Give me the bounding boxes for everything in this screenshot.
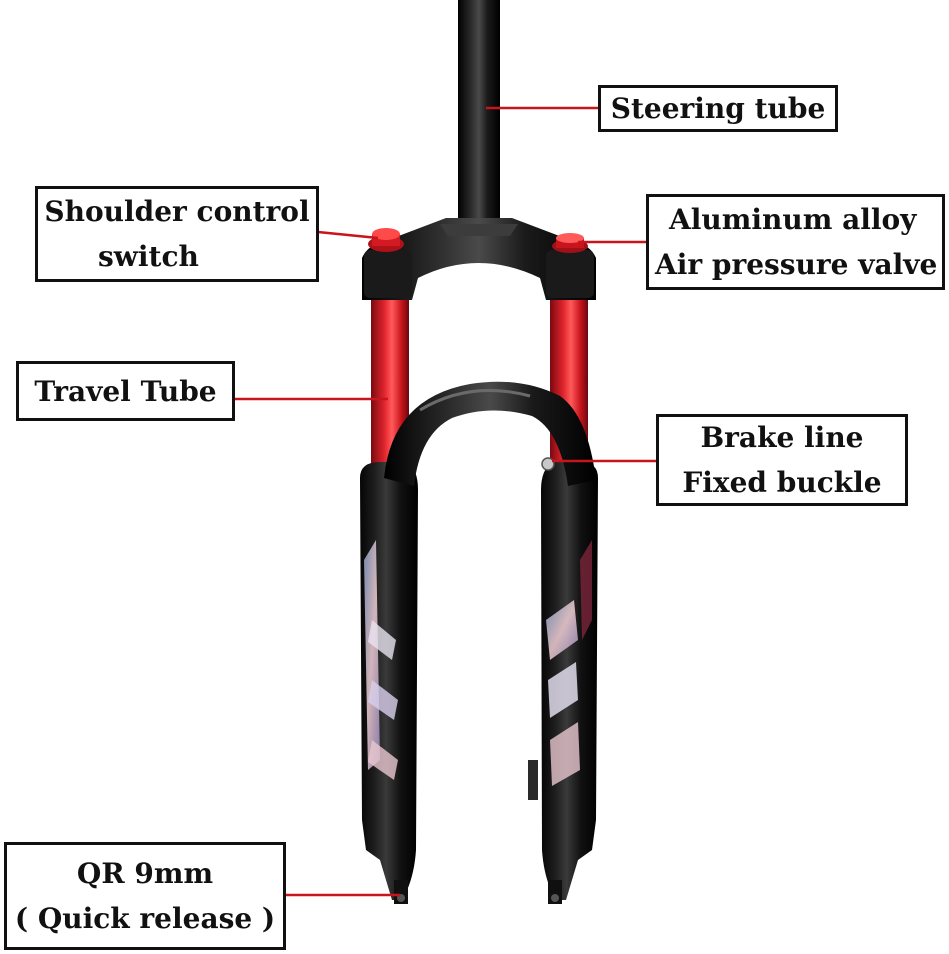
air-pressure-valve-line-1: Aluminum alloy [669, 203, 917, 236]
brake-line-buckle-label: Brake line Fixed buckle [656, 414, 908, 506]
shoulder-control-switch-label: Shoulder control switch [35, 186, 319, 282]
leader-lines [234, 106, 657, 897]
brake-arch-part [384, 381, 596, 486]
lower-leg-right [528, 462, 598, 900]
brake-line-buckle-part [541, 457, 555, 471]
air-pressure-valve-label: Aluminum alloy Air pressure valve [646, 194, 945, 290]
steering-tube-text: Steering tube [610, 92, 826, 125]
quick-release-line-2: ( Quick release ) [14, 902, 276, 935]
shoulder-control-switch-line-1: Shoulder control [44, 195, 310, 228]
quick-release-line-1: QR 9mm [76, 857, 214, 890]
steering-tube-part [458, 0, 500, 222]
shoulder-control-switch-line-2: switch [98, 240, 199, 273]
travel-tube-label: Travel Tube [16, 361, 235, 421]
air-pressure-valve-line-2: Air pressure valve [655, 248, 938, 281]
steering-tube-label: Steering tube [598, 85, 838, 132]
travel-tube-text: Travel Tube [34, 374, 217, 408]
lower-leg-left [360, 462, 418, 900]
brake-line-buckle-line-2: Fixed buckle [682, 466, 882, 499]
crown-part [362, 218, 596, 300]
quick-release-label: QR 9mm ( Quick release ) [4, 842, 286, 950]
dropout-part [394, 880, 562, 904]
shoulder-control-switch-part [368, 228, 404, 252]
leader-shoulder-switch [317, 230, 379, 240]
brake-line-buckle-line-1: Brake line [700, 421, 864, 454]
